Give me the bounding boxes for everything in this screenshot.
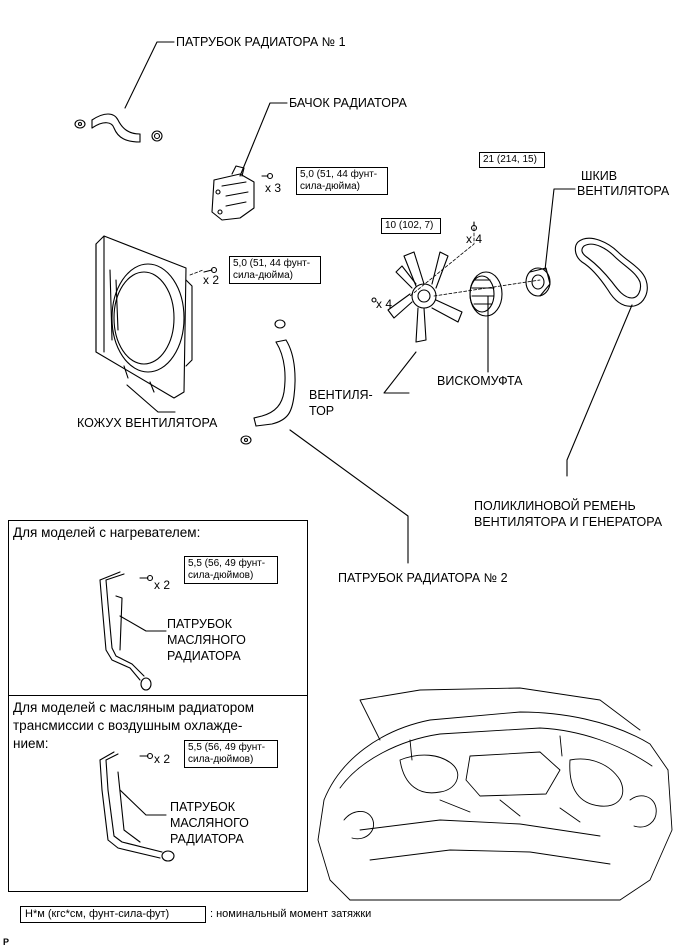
fluid-coupling [469,271,503,317]
label-fan-line2: ТОР [309,404,335,418]
torque-value-unit: сила-дюймов) [188,754,254,765]
torque-value: 5,0 (51, 44 фунт- [300,169,378,180]
label-fan-shroud: КОЖУХ ВЕНТИЛЯТОРА [77,416,218,430]
bolt-count-reservoir: x 3 [265,181,282,195]
bolt-count-fan: x 4 [376,297,393,311]
corner-mark: P [3,937,10,947]
label-belt-line1: ПОЛИКЛИНОВОЙ РЕМЕНЬ [474,499,636,513]
leader-lines [119,41,633,816]
torque-value: 21 (214, 15) [483,154,537,165]
alignment-lines [189,227,541,297]
reservoir-tank [211,165,274,221]
label-fan-line1: ВЕНТИЛЯ- [309,388,373,402]
torque-value-unit: сила-дюйма) [300,181,360,192]
panel-heater-title: Для моделей с нагревателем: [13,525,201,540]
torque-value: 5,5 (56, 49 фунт- [188,558,266,569]
panel-oil-cooler-title-line1: Для моделей с масляным радиатором [13,700,255,715]
label-radiator-hose-2: ПАТРУБОК РАДИАТОРА № 2 [338,571,508,585]
bolt-count-pulley: x 4 [466,232,483,246]
panel-oil-cooler-title-line3: нием: [13,736,49,751]
torque-value: 10 (102, 7) [385,220,434,231]
fan [371,251,463,343]
panel-oil-cooler-title-line2: трансмиссии с воздушным охлажде- [13,718,243,733]
label-fan-pulley-line1: ШКИВ [581,169,618,183]
torque-spec-pulley: 21 (214, 15) [479,152,545,168]
torque-spec-shroud: 5,0 (51, 44 фунт- сила-дюйма) [229,256,321,284]
legend-torque-units: Н*м (кгс*см, фунт-сила-фут) [20,906,206,923]
torque-value-unit: сила-дюйма) [233,270,293,281]
torque-spec-fan: 10 (102, 7) [381,218,441,234]
torque-value: 5,5 (56, 49 фунт- [188,742,266,753]
label-belt-line2: ВЕНТИЛЯТОРА И ГЕНЕРАТОРА [474,515,663,529]
panel-oil-cooler-models [8,695,308,892]
engine-bay-illustration [317,687,673,901]
fan-shroud [95,235,218,399]
label-heater-pipe-line1: ПАТРУБОК [167,617,233,631]
label-cooler-pipe-line1: ПАТРУБОК [170,800,236,814]
radiator-hose-1 [74,113,163,143]
label-cooler-pipe-line3: РАДИАТОРА [170,832,244,846]
torque-value-unit: сила-дюймов) [188,570,254,581]
label-fluid-coupling: ВИСКОМУФТА [437,374,523,388]
radiator-hose-2 [240,319,296,445]
label-fan-pulley-line2: ВЕНТИЛЯТОРА [577,184,670,198]
label-cooler-pipe-line2: МАСЛЯНОГО [170,816,249,830]
air-cooled-oil-cooler-pipe [99,751,175,862]
torque-spec-reservoir: 5,0 (51, 44 фунт- сила-дюйма) [296,167,388,195]
legend-description: : номинальный момент затяжки [210,908,372,920]
label-radiator-hose-1: ПАТРУБОК РАДИАТОРА № 1 [176,35,346,49]
torque-value: 5,0 (51, 44 фунт- [233,258,311,269]
label-heater-pipe-line2: МАСЛЯНОГО [167,633,246,647]
panel-heater-models [8,520,308,696]
bolt-count-cooler-pipe: x 2 [154,752,171,766]
torque-spec-heater-pipe: 5,5 (56, 49 фунт- сила-дюймов) [184,556,278,584]
bolt-count-shroud: x 2 [203,273,220,287]
fan-pulley [470,221,551,297]
bolt-count-heater-pipe: x 2 [154,578,171,592]
heater-oil-cooler-pipe [99,571,154,691]
torque-spec-cooler-pipe: 5,5 (56, 49 фунт- сила-дюймов) [184,740,278,768]
label-heater-pipe-line3: РАДИАТОРА [167,649,241,663]
v-ribbed-belt [574,237,648,307]
label-reservoir-tank: БАЧОК РАДИАТОРА [289,96,407,110]
